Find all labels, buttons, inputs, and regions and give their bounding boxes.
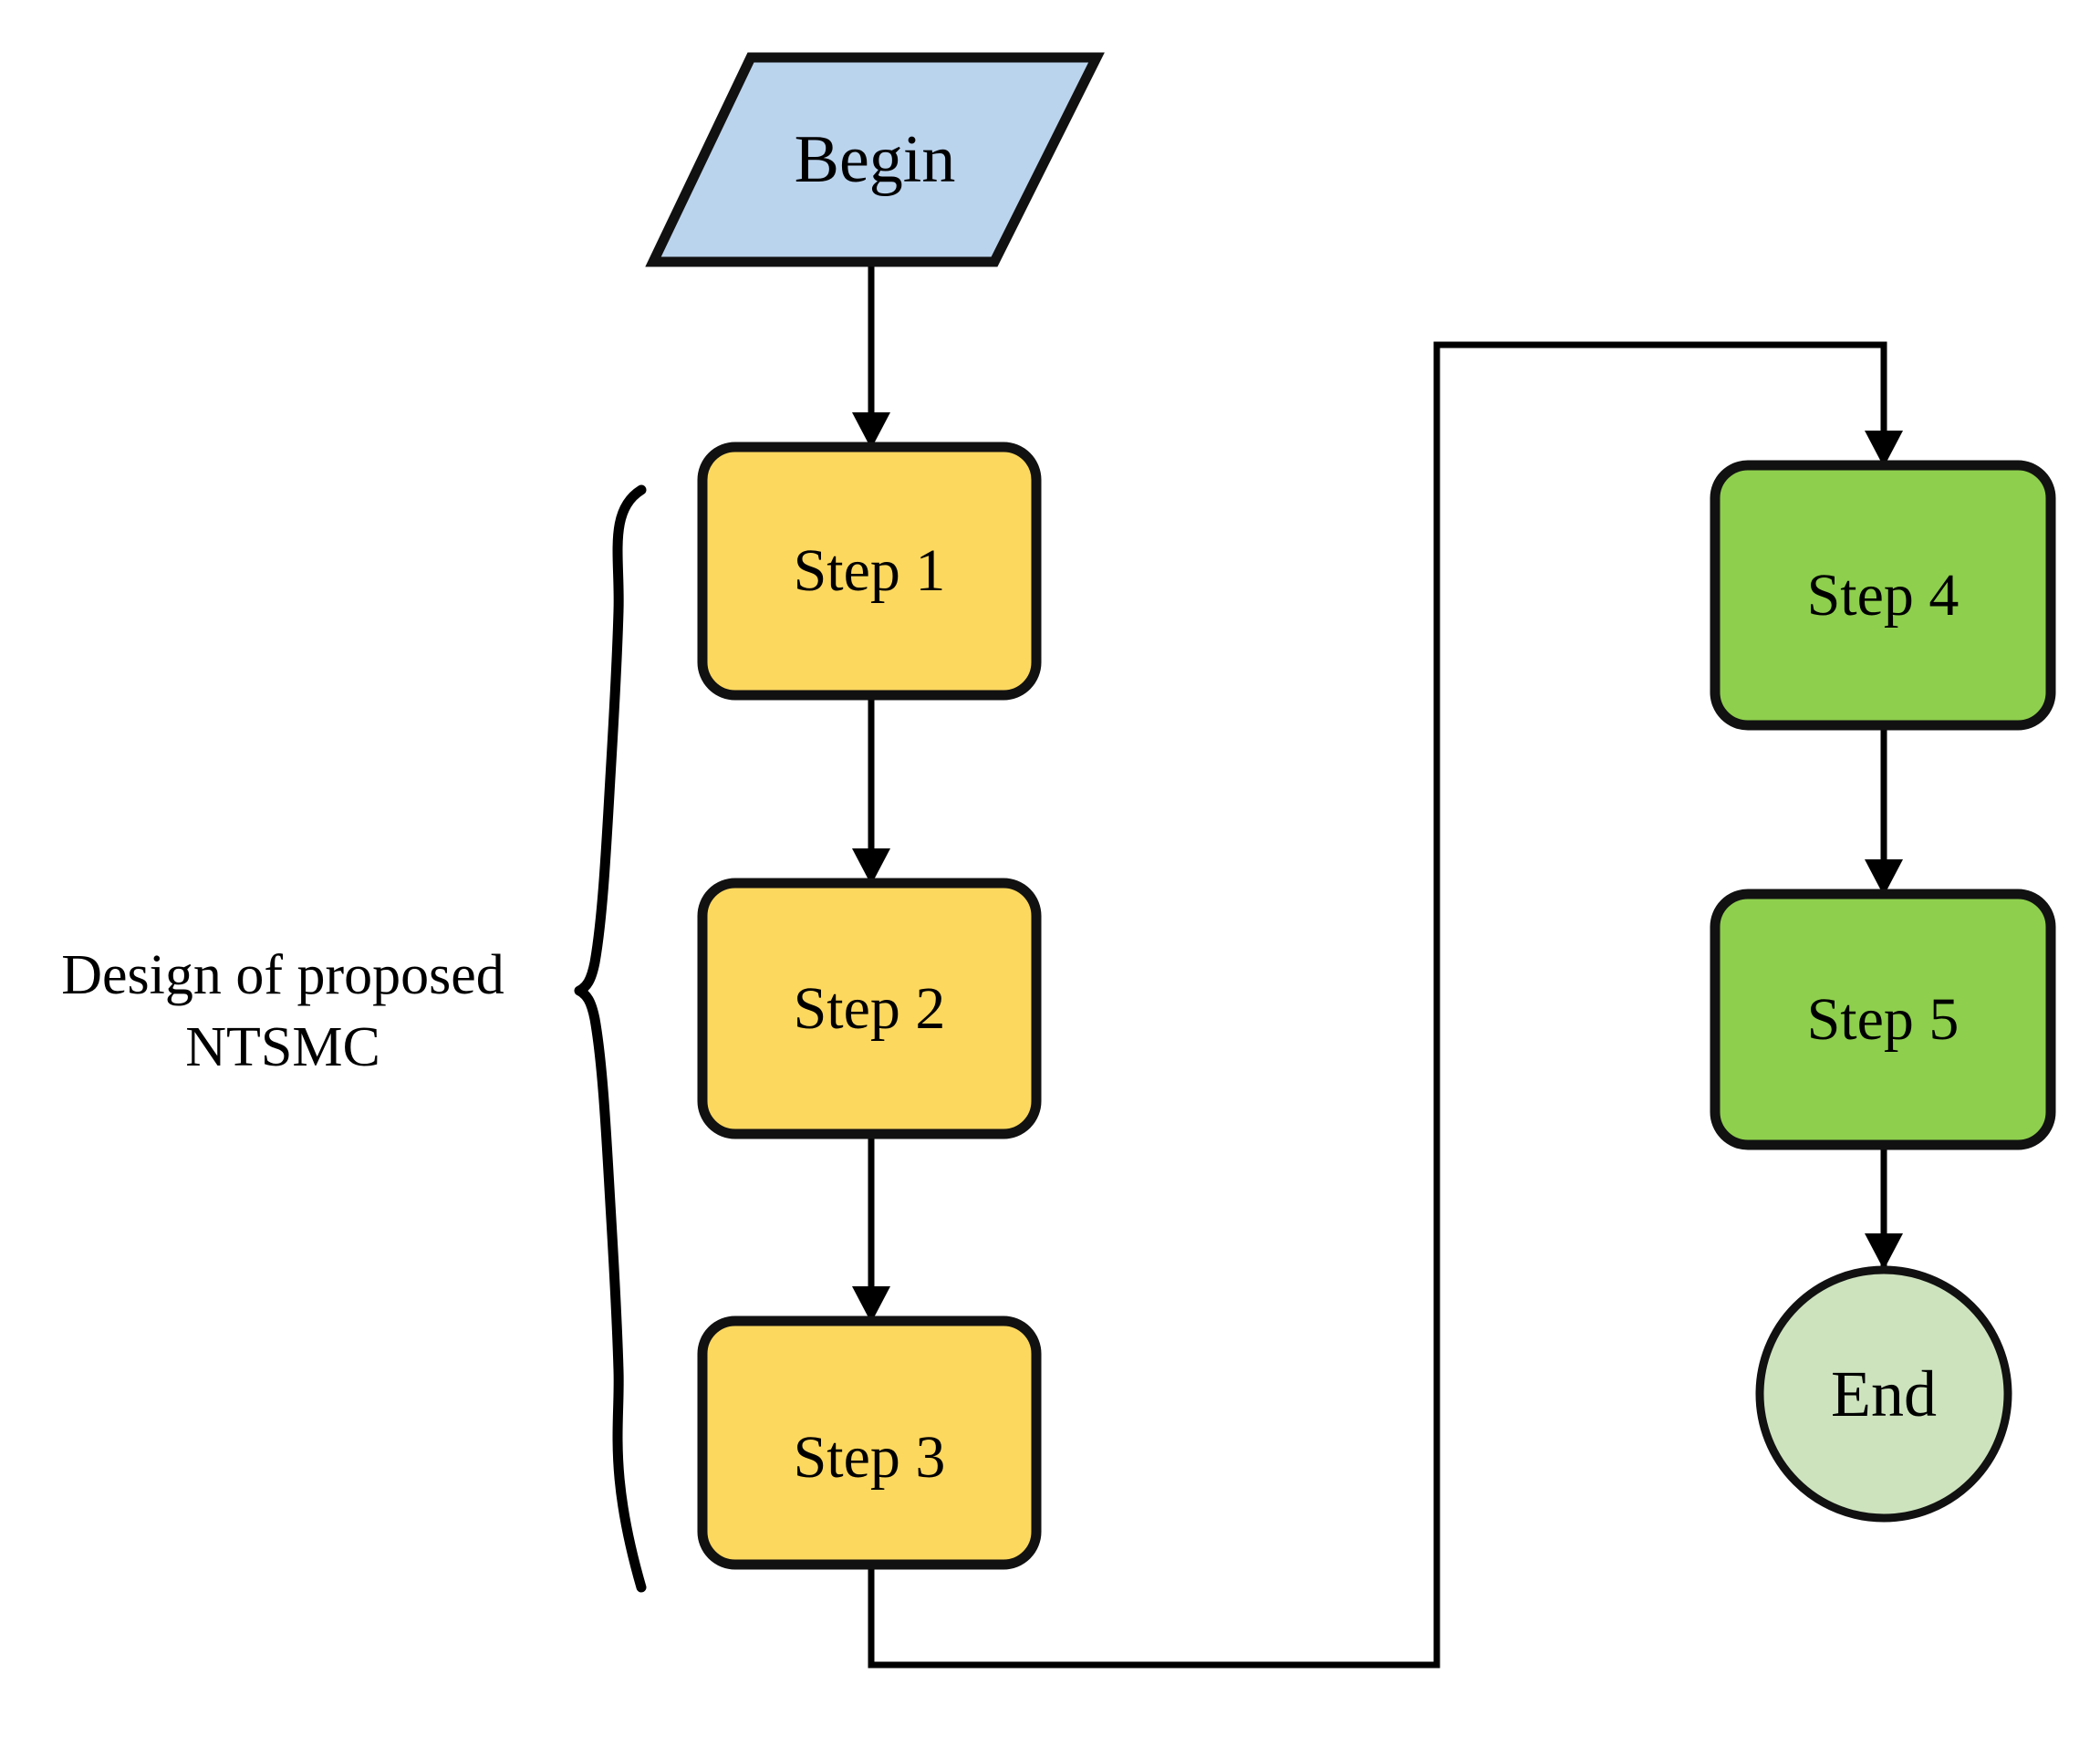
node-step1[interactable] bbox=[697, 442, 1042, 701]
edge-step1-to-step2 bbox=[852, 695, 890, 885]
node-step5[interactable] bbox=[1710, 889, 2056, 1150]
node-step3[interactable] bbox=[697, 1315, 1042, 1570]
node-step2[interactable] bbox=[697, 878, 1042, 1139]
edge-step3-to-step4-feedback bbox=[868, 341, 1903, 1669]
node-end[interactable] bbox=[1755, 1265, 2012, 1523]
node-begin[interactable] bbox=[645, 52, 1105, 267]
brace-annotation-label: Design of proposed NTSMC bbox=[9, 940, 556, 1085]
brace-label-line-1: Design of proposed bbox=[61, 944, 504, 1006]
edge-begin-to-step1 bbox=[852, 258, 890, 449]
edge-step5-to-end bbox=[1865, 1145, 1903, 1270]
edge-step4-to-step5 bbox=[1865, 725, 1903, 896]
edge-step2-to-step3 bbox=[852, 1134, 890, 1323]
brace-label-line-2: NTSMC bbox=[185, 1016, 380, 1079]
node-step4[interactable] bbox=[1710, 460, 2056, 731]
grouping-brace-icon bbox=[574, 484, 647, 1593]
